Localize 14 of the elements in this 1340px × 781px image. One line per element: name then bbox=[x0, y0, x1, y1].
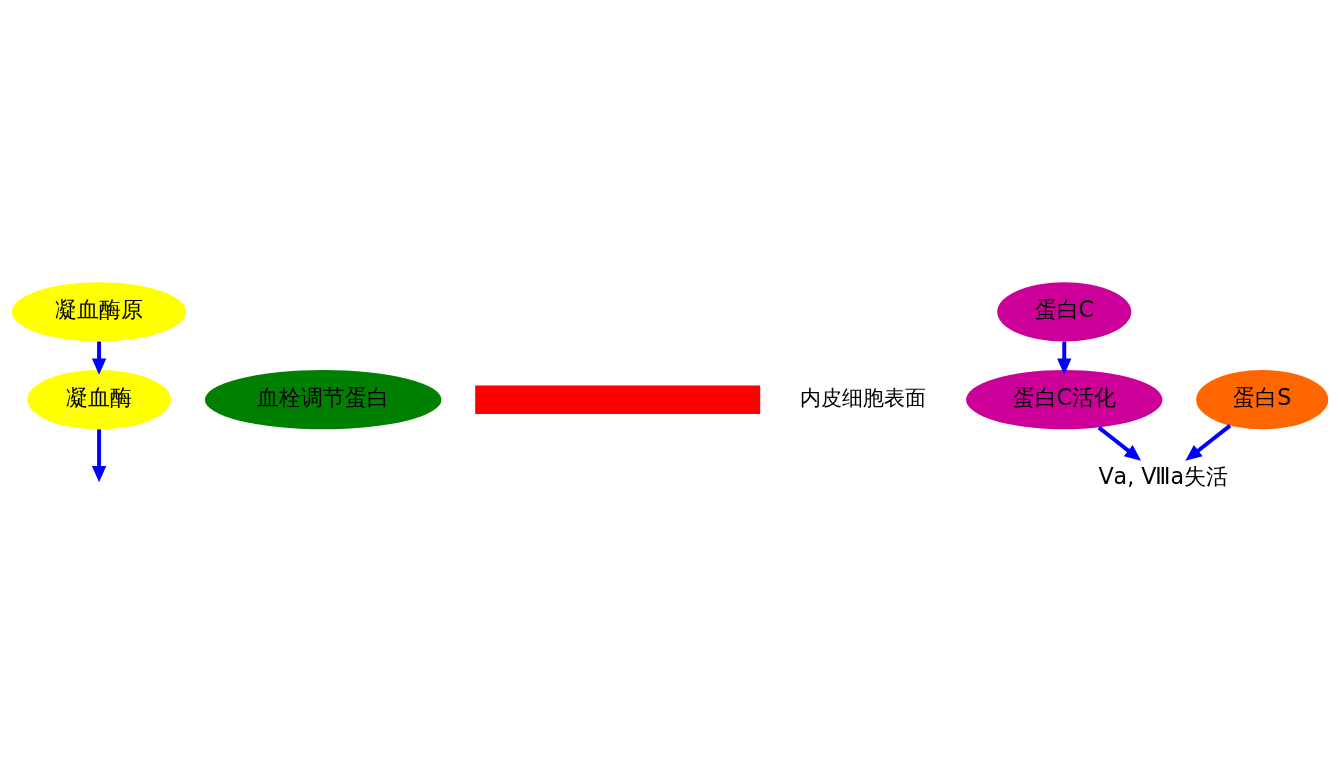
node-ellipse: 蛋白C bbox=[997, 281, 1132, 341]
node-label: 内皮细胞表面 bbox=[800, 385, 927, 410]
node-ellipse: 血栓调节蛋白 bbox=[204, 369, 442, 429]
node-text: Ⅴa, Ⅷa失活 bbox=[1098, 462, 1229, 489]
node-bar bbox=[475, 384, 761, 414]
node-ellipse: 凝血酶 bbox=[27, 369, 171, 429]
arrow bbox=[91, 428, 107, 482]
node-ellipse: 蛋白S bbox=[1196, 369, 1329, 429]
node-ellipse: 凝血酶原 bbox=[11, 281, 187, 341]
arrow bbox=[1057, 341, 1072, 375]
arrow bbox=[1097, 425, 1142, 461]
node-ellipse: 蛋白C活化 bbox=[966, 369, 1163, 429]
arrow bbox=[91, 341, 107, 375]
arrow bbox=[1185, 423, 1232, 461]
